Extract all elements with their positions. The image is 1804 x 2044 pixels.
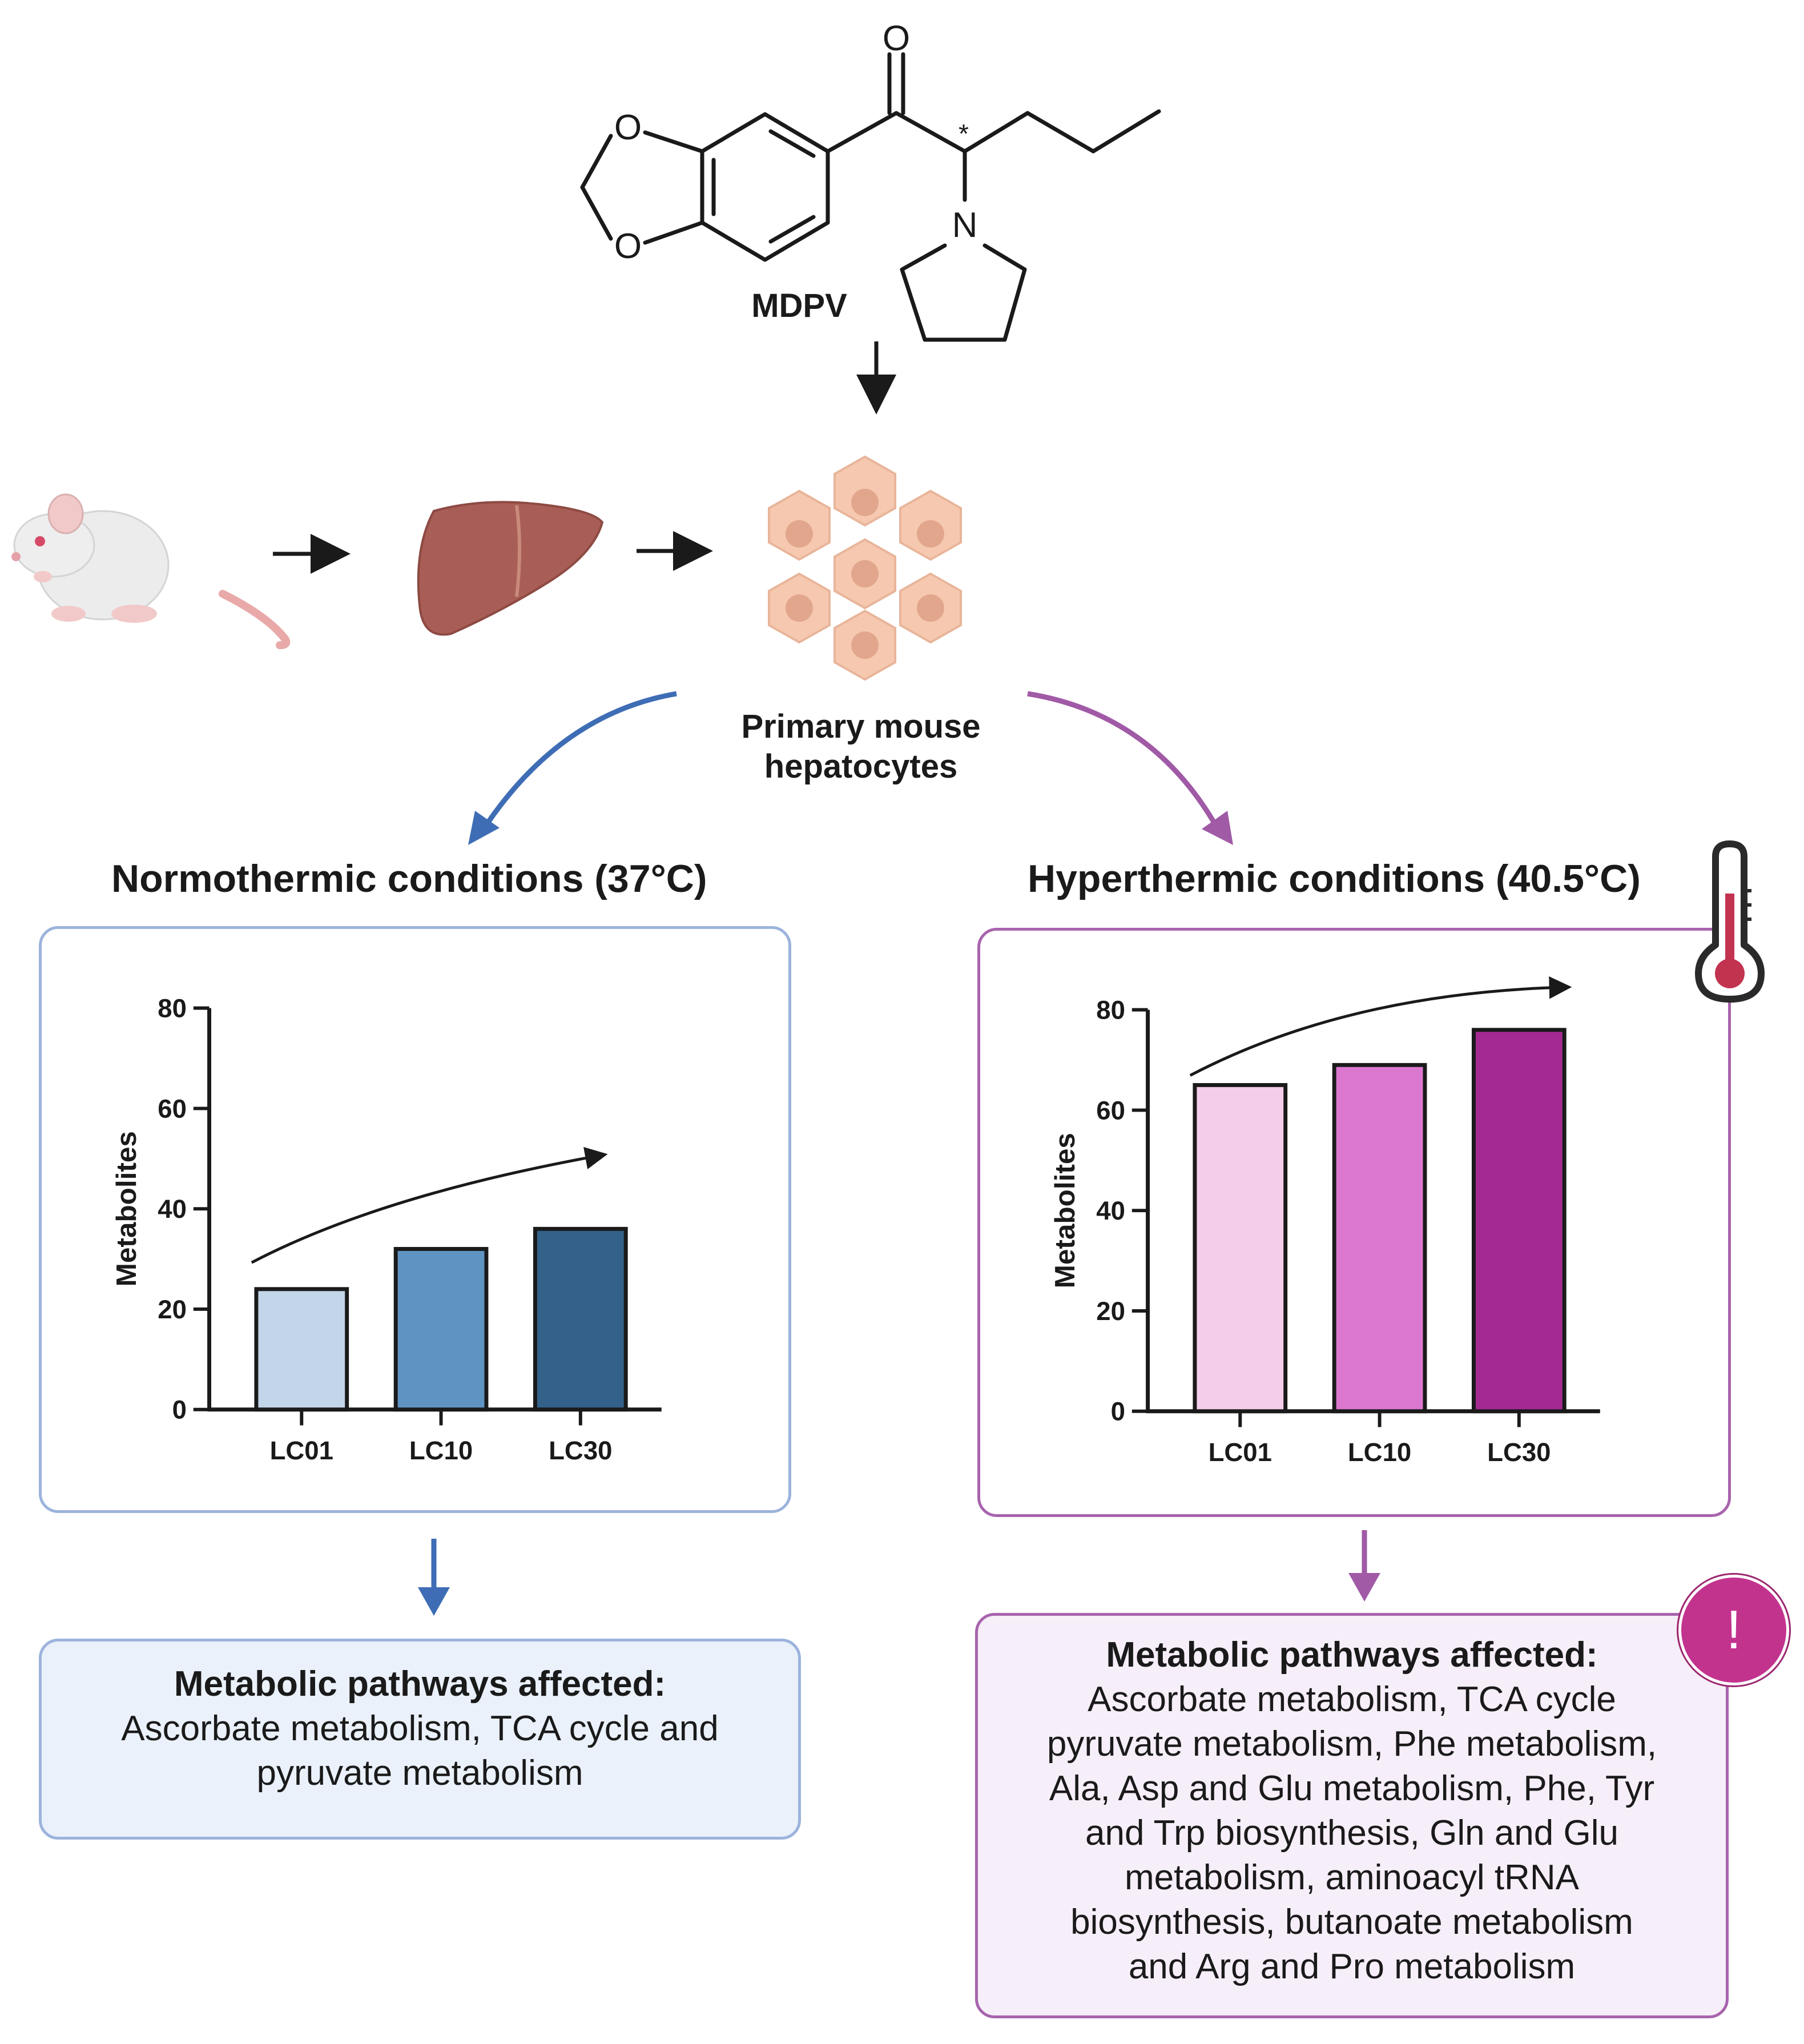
nitrogen-atom-label: N: [952, 206, 978, 245]
bar: [1332, 1063, 1427, 1414]
y-tick-label: 40: [1096, 1196, 1125, 1225]
x-tick-label: LC01: [1209, 1438, 1272, 1467]
pathways-list-line: Ascorbate metabolism, TCA cycle: [1088, 1680, 1616, 1719]
y-tick-label: 20: [1096, 1297, 1125, 1326]
pathways-list-line: pyruvate metabolism: [256, 1753, 583, 1793]
y-axis-label: Metabolites: [1049, 1133, 1081, 1288]
thermometer-icon: [1695, 840, 1765, 1003]
pathways-title: Metabolic pathways affected:: [1106, 1635, 1598, 1675]
pathways-list-line: and Trp biosynthesis, Gln and Glu: [1085, 1813, 1618, 1853]
branch-arrowhead-hyperthermic: [1202, 811, 1233, 845]
y-tick-label: 60: [1096, 1096, 1125, 1125]
pathways-title: Metabolic pathways affected:: [174, 1664, 666, 1704]
x-tick-label: LC01: [270, 1436, 333, 1465]
hepatocytes-icon: [768, 455, 962, 681]
compound-label: MDPV: [751, 287, 847, 324]
pathways-list-line: biosynthesis, butanoate metabolism: [1070, 1902, 1633, 1942]
y-tick-label: 0: [172, 1395, 187, 1425]
y-tick-label: 80: [1096, 995, 1125, 1024]
alert-icon: !: [1678, 1575, 1789, 1685]
x-tick-label: LC10: [409, 1436, 473, 1465]
trend-arrow: [251, 1146, 608, 1264]
oxygen-atom-label: O: [614, 108, 642, 147]
bar: [393, 1247, 489, 1412]
normothermic-title: Normothermic conditions (37°C): [111, 857, 707, 900]
y-tick-label: 60: [158, 1094, 187, 1123]
pathways-list-line: pyruvate metabolism, Phe metabolism,: [1046, 1724, 1657, 1764]
mouse-icon: [11, 493, 291, 649]
mdpv-structure: [580, 52, 1161, 342]
pathways-list-line: Ascorbate metabolism, TCA cycle and: [121, 1709, 719, 1748]
oxygen-atom-label: O: [614, 227, 642, 266]
pathways-list-line: and Arg and Pro metabolism: [1128, 1947, 1576, 1986]
hyperthermic-title: Hyperthermic conditions (40.5°C): [1028, 857, 1641, 900]
bar: [1193, 1083, 1288, 1414]
bar: [1471, 1028, 1567, 1414]
y-tick-label: 80: [158, 993, 187, 1023]
hepatocytes-label-line2: hepatocytes: [764, 748, 957, 785]
bar: [254, 1287, 349, 1412]
branch-arrowhead-normothermic: [468, 811, 500, 845]
pathways-list-line: metabolism, aminoacyl tRNA: [1125, 1858, 1579, 1897]
bar: [533, 1226, 628, 1412]
down-arrowhead-hyperthermic: [1348, 1573, 1380, 1602]
x-tick-label: LC30: [549, 1436, 612, 1465]
trend-arrow: [1189, 976, 1572, 1077]
liver-icon: [417, 501, 604, 636]
hyperthermic-pathways-box: Metabolic pathways affected: Ascorbate m…: [975, 1613, 1729, 2018]
down-arrowhead-normothermic: [418, 1587, 450, 1616]
x-tick-label: LC10: [1348, 1438, 1411, 1467]
normothermic-pathways-box: Metabolic pathways affected: Ascorbate m…: [39, 1639, 801, 1840]
y-tick-label: 0: [1111, 1397, 1125, 1426]
branch-arrow-normothermic: [480, 691, 677, 832]
stereocenter-asterisk: *: [959, 119, 969, 148]
x-tick-label: LC30: [1487, 1438, 1551, 1467]
y-axis-label: Metabolites: [111, 1131, 142, 1286]
y-tick-label: 20: [158, 1295, 187, 1324]
pathways-list-line: Ala, Asp and Glu metabolism, Phe, Tyr: [1049, 1769, 1655, 1808]
y-tick-label: 40: [158, 1194, 187, 1224]
oxygen-atom-label: O: [883, 19, 910, 58]
branch-arrow-hyperthermic: [1027, 691, 1221, 832]
hepatocytes-label-line1: Primary mouse: [741, 708, 980, 745]
